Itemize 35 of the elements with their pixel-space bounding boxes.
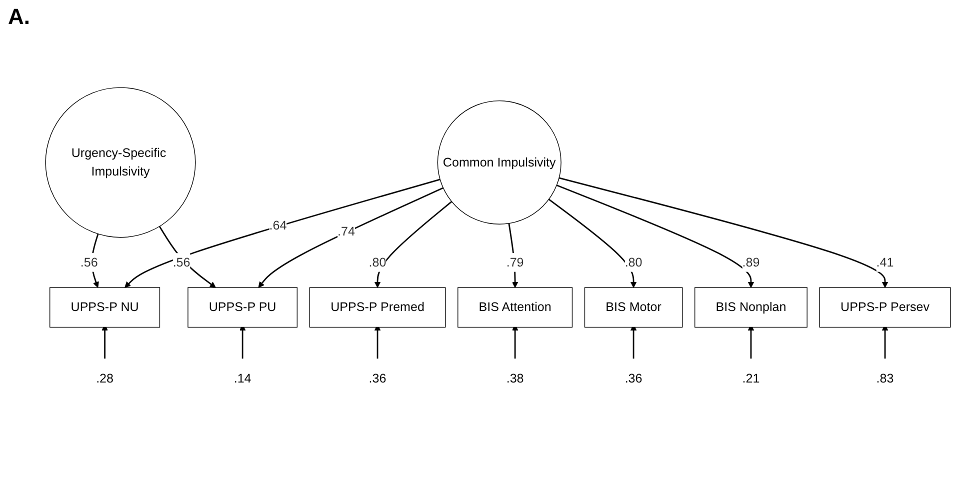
edge-label: .79 [506,255,524,270]
node-box [309,287,446,328]
arrow [124,178,440,288]
node-box [50,287,160,328]
node-box [188,287,298,328]
arrow [374,201,452,288]
arrow [508,223,518,288]
arrow [558,177,888,288]
edge-label: .56 [172,255,190,270]
arrow [258,187,444,288]
arrow [158,226,216,288]
node-box [694,287,808,328]
edge-label: .64 [269,218,287,233]
node-circle [437,100,562,225]
node-text: .28 [96,371,114,386]
panel-label: A. [8,4,30,30]
node-text: .83 [876,371,894,386]
node-text: .14 [234,371,252,386]
path-diagram: .56 .56 .64 .74 .80 .79 .80 .89 .41 Urgency-Specific Impulsivity Common Impulsivity UPPS-P NU UPPS-P PU UPPS-P Premed BIS Attention BIS Motor BIS Nonplan UPPS-P Persev .28 .14 .36 .38 .36 .21 .83 [40,82,956,404]
edge-label: .80 [624,255,642,270]
node-text: .36 [624,371,642,386]
node-text: .36 [368,371,386,386]
edge-label: .89 [742,255,760,270]
arrow [548,198,637,288]
edge-label: .56 [80,255,98,270]
arrow [556,184,754,288]
node-circle [45,87,196,238]
node-text: .38 [506,371,524,386]
node-box [584,287,683,328]
node-box [819,287,951,328]
node-text: .21 [742,371,760,386]
edge-label: .80 [368,255,386,270]
node-box [458,287,573,328]
edge-label: .74 [338,224,355,238]
edge-label: .41 [876,255,894,270]
